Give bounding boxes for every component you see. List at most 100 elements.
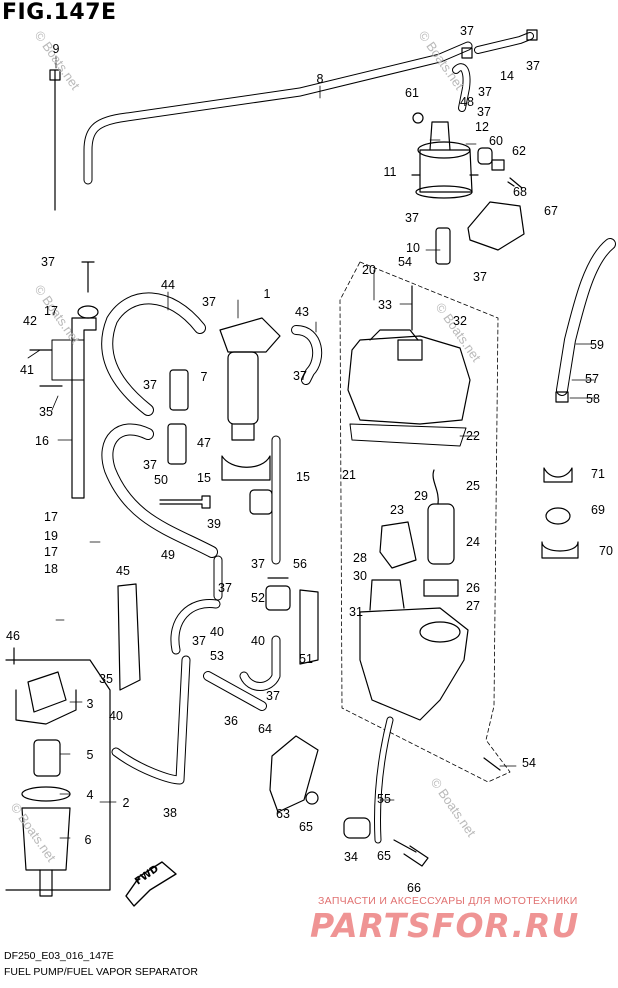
- callout-c16: 16: [35, 434, 49, 448]
- callout-c46: 46: [6, 629, 20, 643]
- callout-c28: 28: [353, 551, 367, 565]
- callout-c37e: 37: [405, 211, 419, 225]
- clip-58: [555, 391, 569, 403]
- watermark-ru-brand: PARTSFOR.RU: [310, 906, 580, 945]
- callout-c59: 59: [590, 338, 604, 352]
- callout-c65: 65: [299, 820, 313, 834]
- callout-c40a: 40: [210, 625, 224, 639]
- callout-c31: 31: [349, 605, 363, 619]
- callout-c12: 12: [475, 120, 489, 134]
- callout-c15b: 15: [296, 470, 310, 484]
- callout-c71: 71: [591, 467, 605, 481]
- callout-c36: 36: [224, 714, 238, 728]
- bracket-51: [299, 589, 319, 665]
- callout-c1: 1: [263, 287, 271, 301]
- bolt-66: [393, 839, 429, 867]
- pipe-10: [435, 227, 451, 265]
- callout-c34: 34: [344, 850, 358, 864]
- callout-c14: 14: [500, 69, 514, 83]
- fwd-arrow: [125, 861, 177, 907]
- callout-c17c: 17: [44, 545, 58, 559]
- callout-c7: 7: [200, 370, 208, 384]
- callout-c29: 29: [414, 489, 428, 503]
- callout-c2: 2: [122, 796, 130, 810]
- callout-c49: 49: [161, 548, 175, 562]
- callout-c64: 64: [258, 722, 272, 736]
- bolt-50: [159, 495, 211, 509]
- callout-c42: 42: [23, 314, 37, 328]
- bush-65: [305, 791, 319, 805]
- callout-c69: 69: [591, 503, 605, 517]
- callout-c37o: 37: [266, 689, 280, 703]
- callout-c8: 8: [316, 72, 324, 86]
- callout-c55: 55: [377, 792, 391, 806]
- callout-c70: 70: [599, 544, 613, 558]
- callout-c40b: 40: [251, 634, 265, 648]
- cable-tie-9: [49, 69, 61, 211]
- callout-c18: 18: [44, 562, 58, 576]
- callout-c56: 56: [293, 557, 307, 571]
- callout-c10: 10: [406, 241, 420, 255]
- filter-bracket-3: [27, 671, 67, 713]
- part-70: [541, 541, 579, 559]
- callout-c4: 4: [86, 788, 94, 802]
- callout-c37h: 37: [202, 295, 216, 309]
- callout-c50: 50: [154, 473, 168, 487]
- plug-54: [483, 757, 501, 771]
- callout-c41: 41: [20, 363, 34, 377]
- callout-c32: 32: [453, 314, 467, 328]
- callout-c43: 43: [295, 305, 309, 319]
- bracket-63: [269, 735, 319, 813]
- figure-title: FIG.147E: [2, 0, 117, 25]
- callout-c52: 52: [251, 591, 265, 605]
- callout-c54b: 54: [522, 756, 536, 770]
- callout-c11: 11: [383, 165, 397, 179]
- filter-element-5: [33, 739, 61, 777]
- separator-group-frame: [339, 261, 511, 783]
- clip-37-top: [461, 47, 473, 59]
- footer-caption: FUEL PUMP/FUEL VAPOR SEPARATOR: [4, 966, 198, 978]
- callout-c27: 27: [466, 599, 480, 613]
- bracket-16: [71, 317, 97, 499]
- callout-c45: 45: [116, 564, 130, 578]
- callout-c37k: 37: [143, 458, 157, 472]
- callout-c26: 26: [466, 581, 480, 595]
- callout-c40c: 40: [109, 709, 123, 723]
- callout-c35a: 35: [39, 405, 53, 419]
- part-23: [379, 521, 417, 569]
- part-69: [545, 507, 571, 525]
- callout-c44: 44: [161, 278, 175, 292]
- callout-c25: 25: [466, 479, 480, 493]
- callout-c6: 6: [84, 833, 92, 847]
- watermark-ru-subtitle: ЗАПЧАСТИ И АКСЕССУАРЫ ДЛЯ МОТОТЕХНИКИ: [318, 895, 578, 907]
- callout-c37b: 37: [526, 59, 540, 73]
- callout-c37l: 37: [251, 557, 265, 571]
- callout-c37a: 37: [460, 24, 474, 38]
- clamp-15: [221, 455, 271, 481]
- bolt-68: [507, 177, 523, 189]
- callout-c37i: 37: [143, 378, 157, 392]
- callout-c30: 30: [353, 569, 367, 583]
- bracket-45: [117, 583, 141, 691]
- callout-c17b: 17: [44, 510, 58, 524]
- callout-c51: 51: [299, 652, 313, 666]
- bracket-67: [467, 201, 525, 251]
- footer-code: DF250_E03_016_147E: [4, 950, 114, 962]
- part-60: [477, 147, 493, 165]
- callout-c65b: 65: [377, 849, 391, 863]
- callout-c61: 61: [405, 86, 419, 100]
- callout-c60: 60: [489, 134, 503, 148]
- callout-c53: 53: [210, 649, 224, 663]
- callout-c37m: 37: [218, 581, 232, 595]
- callout-c35b: 35: [99, 672, 113, 686]
- callout-c5: 5: [86, 748, 94, 762]
- callout-c37f: 37: [473, 270, 487, 284]
- callout-c47: 47: [197, 436, 211, 450]
- callout-c37j: 37: [293, 369, 307, 383]
- callout-c58: 58: [586, 392, 600, 406]
- callout-c54a: 54: [398, 255, 412, 269]
- callout-c62: 62: [512, 144, 526, 158]
- callout-c20: 20: [362, 263, 376, 277]
- callout-c37g: 37: [41, 255, 55, 269]
- callout-c66: 66: [407, 881, 421, 895]
